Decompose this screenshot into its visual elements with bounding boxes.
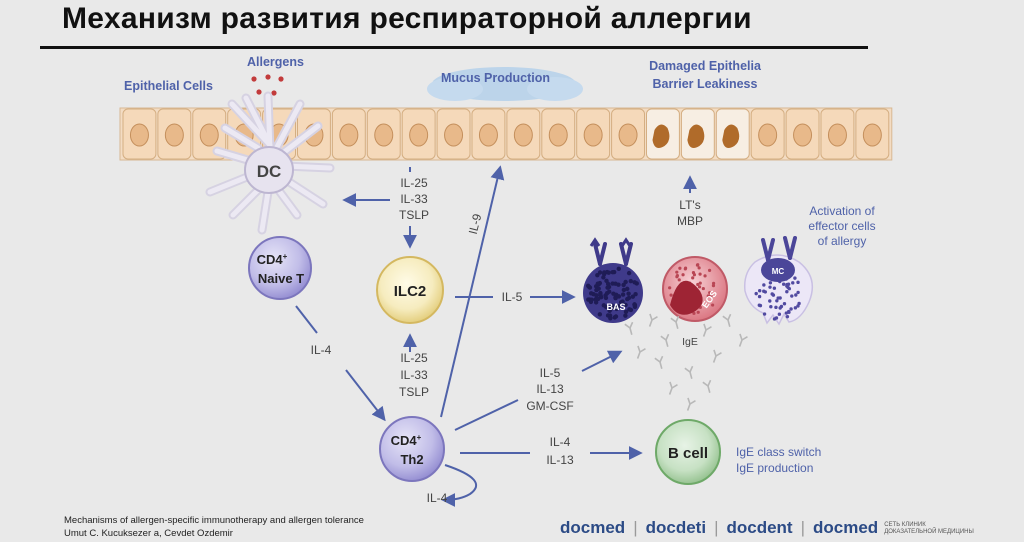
svg-text:IL-13: IL-13 xyxy=(536,382,564,396)
cytokine-il5-il13-gmcsf: IL-5 IL-13 GM-CSF xyxy=(526,366,573,413)
svg-text:IgE production: IgE production xyxy=(736,461,813,475)
barrier-leakiness-label: Barrier Leakiness xyxy=(653,77,758,91)
svg-text:IL-33: IL-33 xyxy=(400,192,428,206)
svg-text:MBP: MBP xyxy=(677,214,703,228)
dendritic-cell xyxy=(205,91,335,235)
ige-class-switch-label: IgE class switch IgE production xyxy=(736,445,821,475)
cytokine-il25-top: IL-25 IL-33 TSLP xyxy=(399,176,429,222)
svg-text:IL-25: IL-25 xyxy=(400,176,428,190)
cytokine-il25-mid: IL-25 IL-33 TSLP xyxy=(399,351,429,399)
svg-text:LT's: LT's xyxy=(679,198,700,212)
mast-cell xyxy=(743,236,814,326)
allergen-particles xyxy=(251,74,284,96)
activation-label: Activation of effector cells of allergy xyxy=(808,204,875,248)
mucus-production-label: Mucus Production xyxy=(441,71,550,85)
b-cell-label: B cell xyxy=(668,445,708,462)
ige-antibodies xyxy=(624,313,748,411)
title-divider xyxy=(40,46,868,49)
ige-label: IgE xyxy=(682,336,698,348)
basophil-cell xyxy=(583,237,643,323)
svg-text:effector cells: effector cells xyxy=(808,219,875,233)
bas-label: BAS xyxy=(606,302,625,312)
cd4-th2-label: CD4+ xyxy=(391,433,422,448)
cd4-naive-t-cell xyxy=(248,236,312,300)
slide-title: Механизм развития респираторной аллергии xyxy=(62,2,752,35)
allergens-label: Allergens xyxy=(247,55,304,69)
cytokine-il4-left: IL-4 xyxy=(311,343,332,357)
logo-docmed-2: docmed xyxy=(813,518,879,537)
arrows xyxy=(295,165,697,507)
logo-docdent: docdent xyxy=(726,518,793,537)
ilc2-cell xyxy=(376,256,444,324)
svg-text:GM-CSF: GM-CSF xyxy=(526,399,573,413)
mediators-lts-mbp: LT's MBP xyxy=(677,198,703,228)
cd4-naive-label: CD4+ xyxy=(257,252,288,267)
reference-authors: Umut C. Kucuksezer a, Cevdet Ozdemir xyxy=(64,528,233,539)
th2-label: Th2 xyxy=(400,452,423,467)
mucus-cloud xyxy=(427,67,583,101)
reference-title: Mechanisms of allergen-specific immunoth… xyxy=(64,515,364,526)
cytokine-il5: IL-5 xyxy=(502,290,523,304)
svg-text:IL-25: IL-25 xyxy=(400,351,428,365)
cytokine-il4-il13: IL-4 IL-13 xyxy=(546,435,574,467)
cytokine-il9: IL-9 xyxy=(466,212,485,236)
dc-label: DC xyxy=(257,162,282,181)
svg-text:IL-13: IL-13 xyxy=(546,453,574,467)
cytokine-il4-loop: IL-4 xyxy=(427,491,448,505)
svg-text:IL-33: IL-33 xyxy=(400,368,428,382)
cd4-th2-cell xyxy=(379,416,445,482)
logo-docmed-1: docmed xyxy=(560,518,626,537)
svg-text:IL-5: IL-5 xyxy=(540,366,561,380)
svg-text:Activation of: Activation of xyxy=(809,204,875,218)
eosinophil-cell xyxy=(662,256,728,322)
b-cell xyxy=(655,419,721,485)
svg-text:of allergy: of allergy xyxy=(818,234,867,248)
damaged-epithelia-label: Damaged Epithelia xyxy=(649,59,762,73)
svg-text:TSLP: TSLP xyxy=(399,208,429,222)
naive-t-label: Naive T xyxy=(258,271,304,286)
epithelial-cells-label: Epithelial Cells xyxy=(124,79,213,93)
svg-text:TSLP: TSLP xyxy=(399,385,429,399)
svg-text:IL-4: IL-4 xyxy=(550,435,571,449)
svg-text:IgE class switch: IgE class switch xyxy=(736,445,821,459)
ilc2-label: ILC2 xyxy=(394,283,427,300)
logo-docdeti: docdeti xyxy=(645,518,707,537)
mc-label: MC xyxy=(772,267,785,276)
